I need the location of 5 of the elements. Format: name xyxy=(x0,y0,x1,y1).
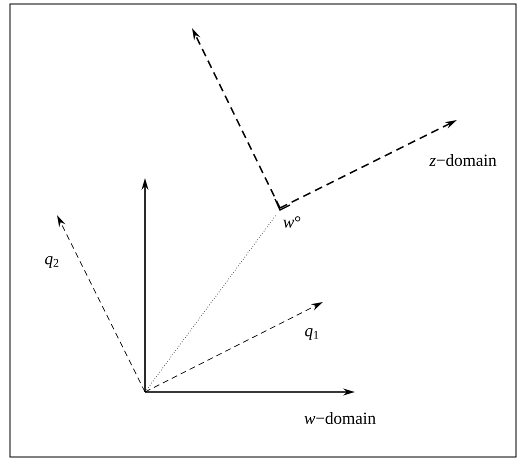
axis-label: w−domain xyxy=(304,412,376,424)
axis-label: q$_{2}$ xyxy=(45,256,58,268)
axis-label: q$_{1}$ xyxy=(305,328,318,340)
axis-label: z−domain xyxy=(429,154,496,166)
axis-label: w° xyxy=(283,216,300,228)
